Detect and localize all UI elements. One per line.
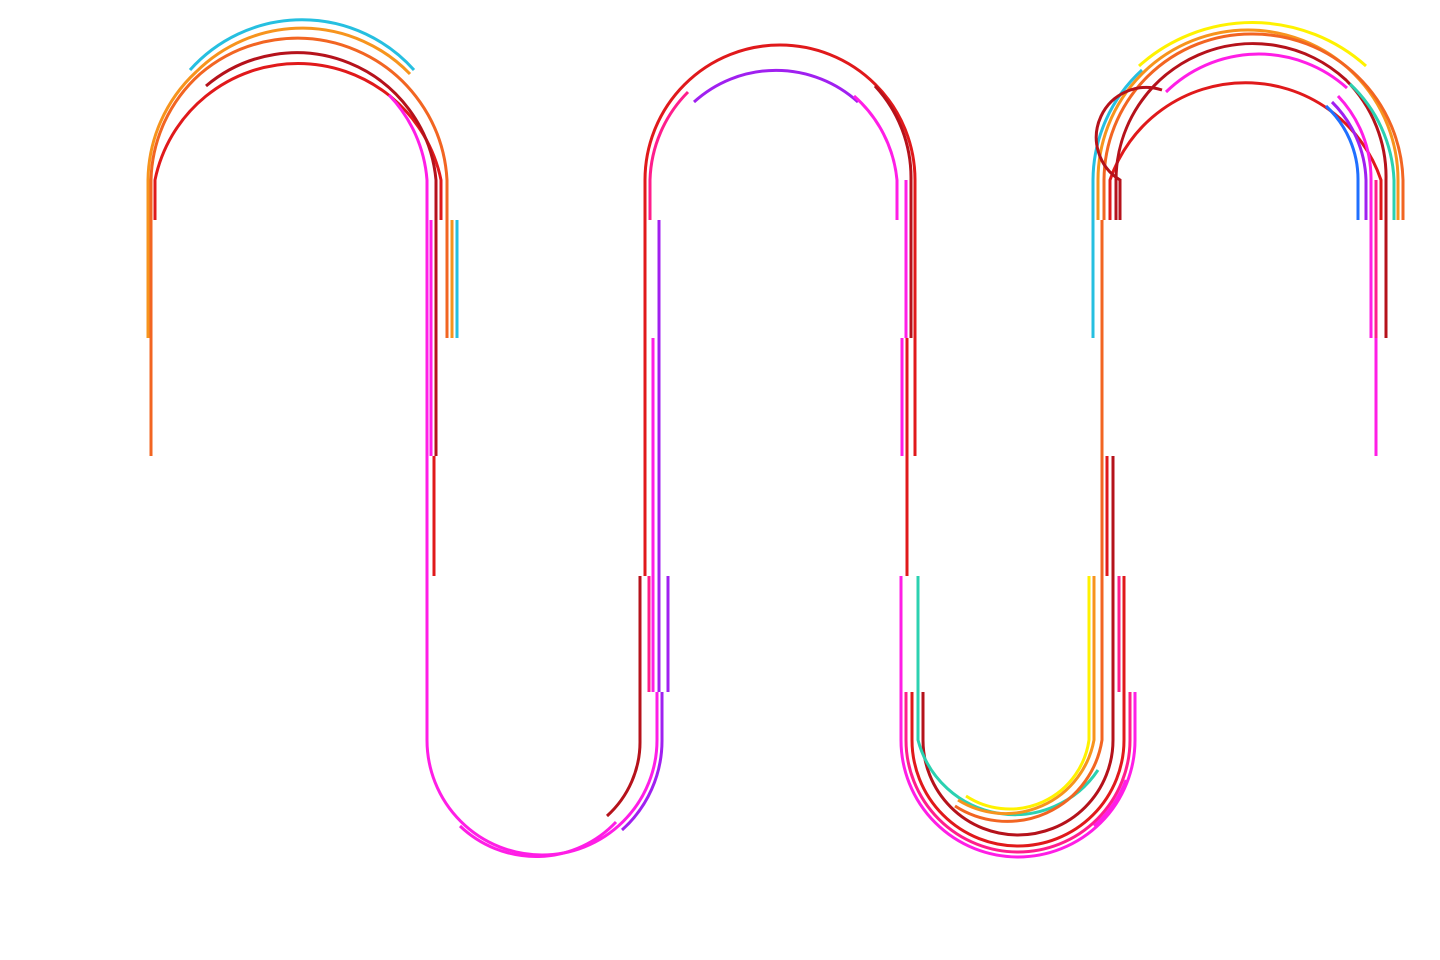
loop1-magenta: [387, 93, 429, 692]
valley2-magenta: [899, 576, 1137, 859]
valley1-magenta-inner: [458, 820, 618, 858]
loop2-magenta: [853, 94, 899, 220]
loop1-dark-orange: [149, 36, 449, 456]
loop3-teal: [1348, 82, 1396, 220]
valley1-dark-red: [605, 576, 642, 818]
loop2-red: [643, 43, 917, 456]
loop1-red: [153, 61, 443, 220]
loop3-magenta: [1164, 52, 1349, 94]
loop1-orange: [146, 26, 412, 338]
valley1-purple: [620, 692, 664, 832]
valley2-pink: [904, 692, 1132, 854]
loop3-dark-red: [1114, 42, 1388, 338]
loop3-magenta-drop: [1336, 94, 1373, 338]
loop3-dark-orange: [1102, 32, 1405, 220]
valley2-orange: [957, 576, 1096, 816]
valley2-magenta-arc: [1093, 779, 1128, 828]
loop1-cyan: [188, 18, 416, 71]
valley2-yellow: [965, 576, 1091, 811]
valley2-dark-orange: [954, 220, 1104, 823]
loop2-pink: [648, 90, 690, 220]
valley2-dark-red: [921, 456, 1115, 837]
loop3-orange: [1096, 28, 1400, 220]
valley2-red: [910, 576, 1126, 848]
loop1-dark-red: [205, 51, 438, 456]
loop3-cyan: [1091, 68, 1144, 338]
loop3-red: [1108, 81, 1383, 220]
loop3-yellow: [1137, 21, 1368, 68]
loop3-dark-red-inner: [1094, 85, 1163, 220]
loop3-purple: [1330, 100, 1368, 220]
loop3-blue: [1324, 104, 1360, 220]
loop2-dark-red: [873, 84, 913, 338]
loop2-purple: [692, 68, 860, 104]
